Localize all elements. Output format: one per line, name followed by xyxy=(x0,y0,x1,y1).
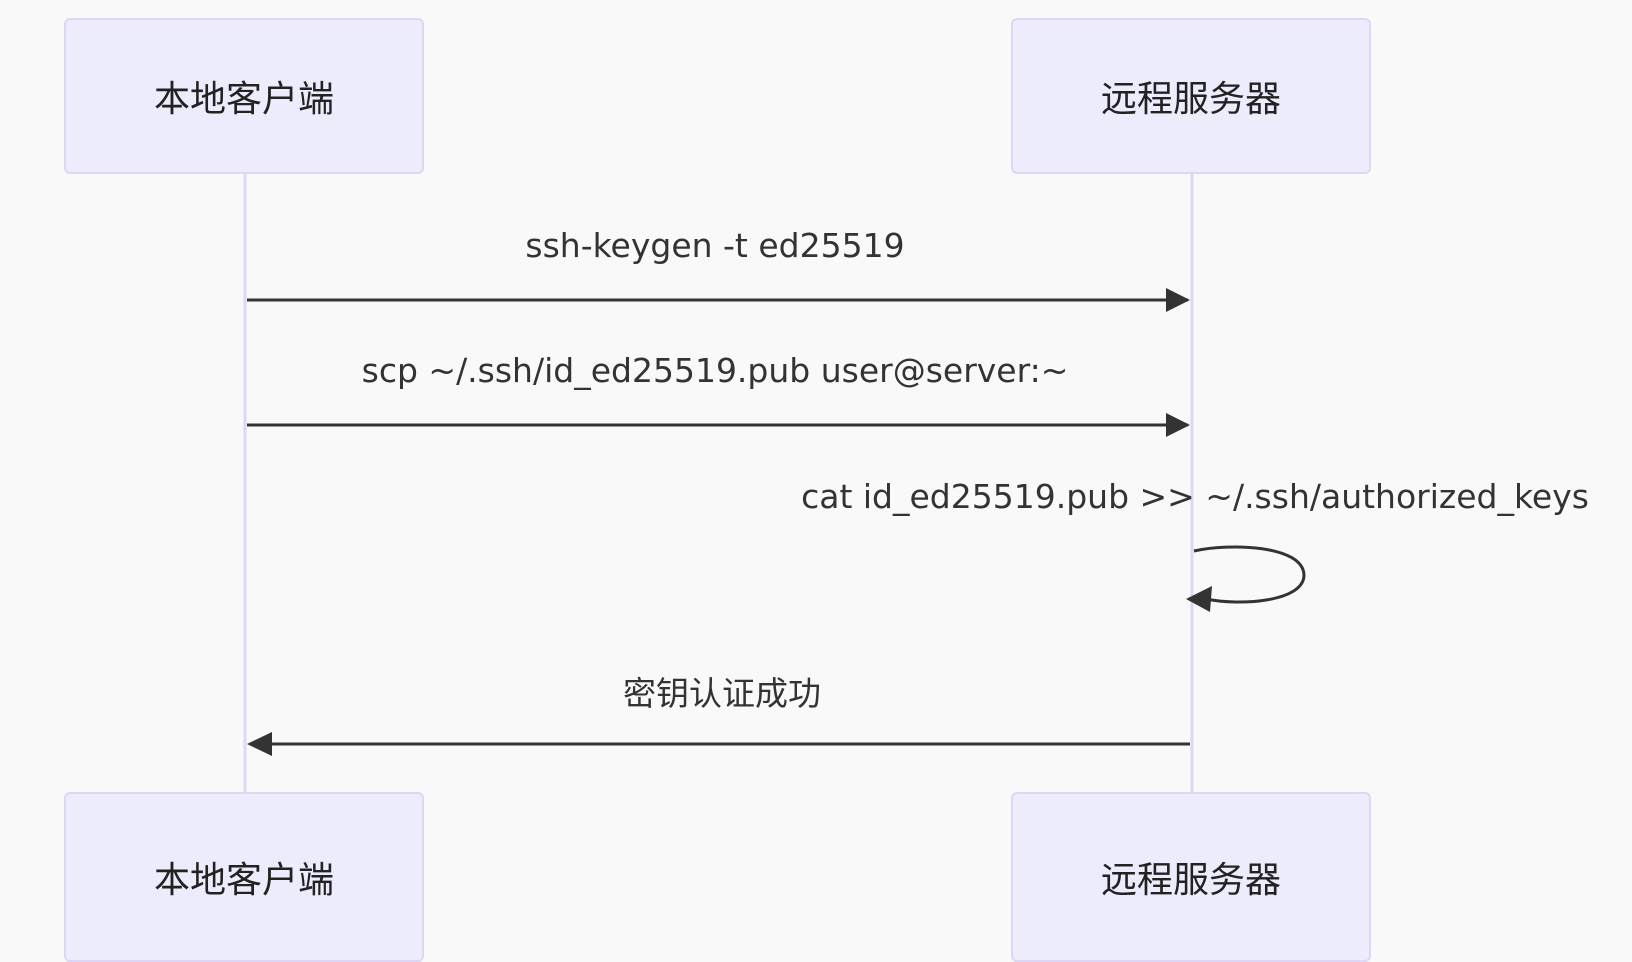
message-label-4: 密钥认证成功 xyxy=(623,674,821,713)
self-loop-arrow-3 xyxy=(1193,545,1306,604)
message-label-2: scp ~/.ssh/id_ed25519.pub user@server:~ xyxy=(361,351,1069,390)
message-label-1: ssh-keygen -t ed25519 xyxy=(525,226,905,265)
participant-label: 本地客户端 xyxy=(153,79,334,120)
participant-client-top: 本地客户端 xyxy=(64,18,424,174)
participant-server-bottom: 远程服务器 xyxy=(1011,792,1371,962)
arrowhead-1 xyxy=(1166,288,1190,312)
arrowhead-2 xyxy=(1166,413,1190,437)
participant-label: 本地客户端 xyxy=(153,860,334,901)
arrowhead-4 xyxy=(247,732,272,756)
participant-label: 远程服务器 xyxy=(1100,79,1281,120)
participant-label: 远程服务器 xyxy=(1100,860,1281,901)
message-label-3: cat id_ed25519.pub >> ~/.ssh/authorized_… xyxy=(801,477,1589,516)
arrowhead-3 xyxy=(1186,586,1212,612)
participant-client-bottom: 本地客户端 xyxy=(64,792,424,962)
participant-server-top: 远程服务器 xyxy=(1011,18,1371,174)
